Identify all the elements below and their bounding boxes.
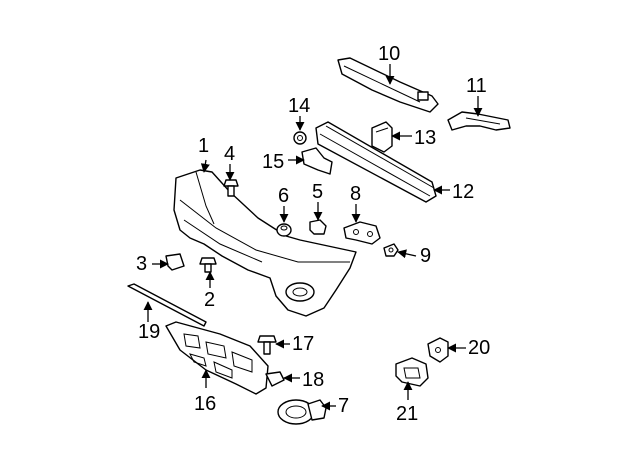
callout-10: 10: [378, 43, 400, 65]
part-13-bracket[interactable]: [371, 121, 393, 153]
callout-4: 4: [224, 143, 235, 165]
callout-3: 3: [136, 253, 147, 275]
callout-11: 11: [466, 75, 487, 97]
leader-lines: [143, 64, 483, 411]
part-1-bumper-cover[interactable]: [173, 169, 357, 317]
part-8-side-bracket[interactable]: [343, 221, 381, 245]
callout-8: 8: [350, 183, 361, 205]
part-5-retainer[interactable]: [309, 219, 327, 235]
leader-9: [397, 249, 417, 259]
part-18-clip[interactable]: [265, 371, 285, 387]
callout-6: 6: [278, 185, 289, 207]
callout-labels: 1 2 3 4 5 6 7 8 9 10 11 12 13 14 15 16 1…: [136, 43, 490, 425]
part-9-bolt[interactable]: [383, 243, 399, 257]
part-21-bracket[interactable]: [395, 357, 429, 387]
part-7-fog-lamp[interactable]: [277, 399, 327, 425]
callout-2: 2: [204, 289, 215, 311]
part-6-grommet[interactable]: [276, 223, 292, 237]
part-19-molding[interactable]: [127, 283, 207, 327]
callout-20: 20: [468, 337, 490, 359]
part-12-reinforcement-bar[interactable]: [315, 121, 437, 203]
leader-1: [200, 159, 210, 173]
part-16-lower-valance[interactable]: [165, 321, 269, 395]
callout-17: 17: [292, 333, 314, 355]
part-2-screw[interactable]: [199, 257, 217, 273]
part-10-upper-retainer[interactable]: [337, 57, 439, 113]
callout-19: 19: [138, 321, 160, 343]
callout-14: 14: [288, 95, 310, 117]
callout-18: 18: [302, 369, 324, 391]
part-3-clip[interactable]: [165, 253, 185, 271]
callout-5: 5: [312, 181, 323, 203]
part-11-bracket[interactable]: [447, 111, 511, 131]
callout-12: 12: [452, 181, 474, 203]
callout-1: 1: [198, 135, 209, 157]
callout-16: 16: [194, 393, 216, 415]
callout-15: 15: [262, 151, 284, 173]
part-20-bracket[interactable]: [427, 337, 449, 363]
callout-9: 9: [420, 245, 431, 267]
callout-7: 7: [338, 395, 349, 417]
callout-21: 21: [396, 403, 418, 425]
callout-13: 13: [414, 127, 436, 149]
part-15-clip[interactable]: [301, 147, 333, 175]
part-14-nut[interactable]: [293, 131, 307, 145]
part-17-bolt[interactable]: [257, 335, 277, 355]
